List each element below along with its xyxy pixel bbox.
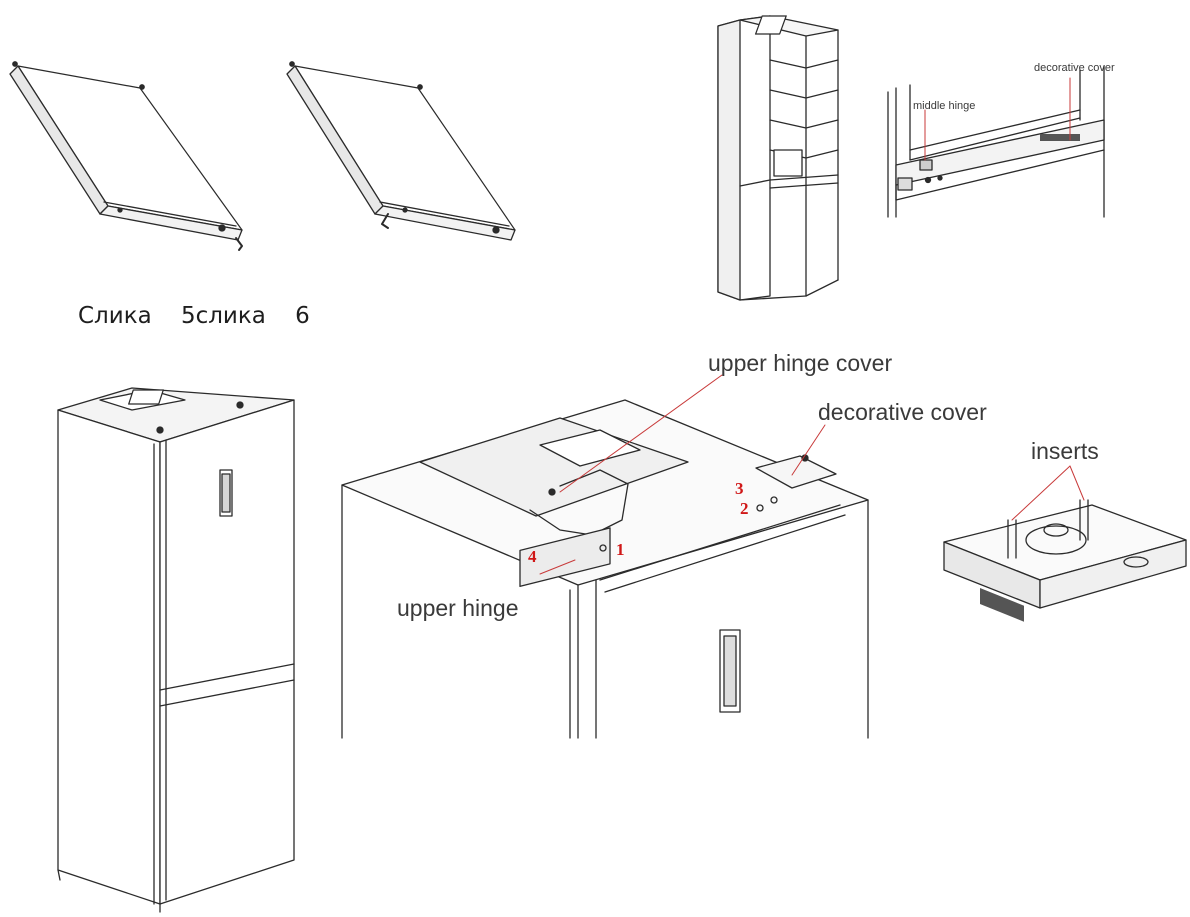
decorative-cover-inserts — [943, 465, 1187, 622]
decorative-cover-small-label: decorative cover — [1034, 62, 1115, 74]
middle-hinge-label: middle hinge — [913, 100, 976, 112]
callout-3: 3 — [735, 479, 744, 498]
decorative-cover-label: decorative cover — [818, 399, 987, 425]
callout-1: 1 — [616, 540, 625, 559]
figure-caption: Слика 5слика 6 — [78, 303, 310, 329]
fridge-open-door — [717, 15, 839, 301]
upper-hinge-label: upper hinge — [397, 595, 519, 621]
callout-4: 4 — [528, 547, 537, 566]
middle-hinge-detail — [887, 65, 1105, 218]
door-panel-figure-5 — [9, 61, 243, 251]
callout-2: 2 — [740, 499, 749, 518]
fridge-top-closeup — [341, 374, 869, 739]
door-panel-figure-6 — [286, 61, 516, 241]
fridge-closed — [57, 387, 295, 913]
upper-hinge-cover-label: upper hinge cover — [708, 350, 893, 376]
inserts-label: inserts — [1031, 438, 1099, 464]
